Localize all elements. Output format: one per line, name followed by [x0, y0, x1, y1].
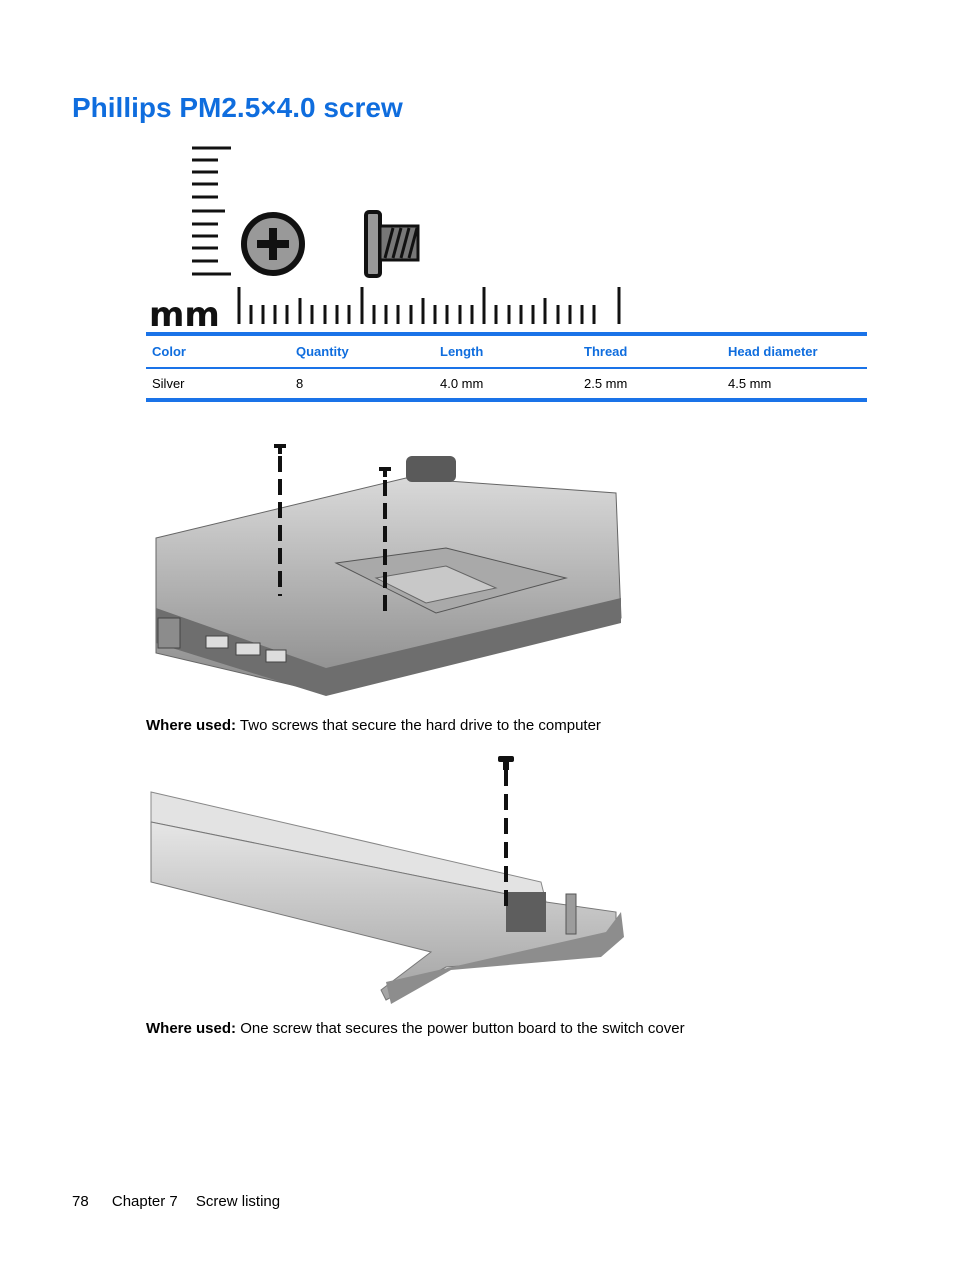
footer-chapter: Chapter 7 [111, 1193, 178, 1210]
screw-spec-table: Color Quantity Length Thread Head diamet… [146, 332, 867, 402]
usage-note-2: Where used: One screw that secures the p… [146, 1020, 685, 1037]
phillips-head-icon [241, 212, 305, 276]
screw-icon [498, 756, 514, 770]
screw-ruler-graphic: mm [149, 146, 621, 335]
vertical-ruler [192, 146, 231, 276]
cell-quantity: 8 [290, 368, 434, 402]
usage-text: Two screws that secure the hard drive to… [239, 717, 601, 734]
horizontal-ruler [237, 287, 621, 324]
power-button-screw-illustration [150, 756, 624, 1004]
cell-head-diameter: 4.5 mm [722, 368, 867, 402]
hard-drive-screws-illustration [155, 444, 622, 696]
column-header-head-diameter: Head diameter [722, 332, 867, 369]
column-header-length: Length [434, 332, 578, 369]
usage-note-1: Where used: Two screws that secure the h… [146, 717, 601, 734]
usage-label: Where used: [146, 717, 237, 734]
usage-label: Where used: [146, 1020, 237, 1037]
footer-section: Screw listing [195, 1193, 281, 1210]
cell-length: 4.0 mm [434, 368, 578, 402]
cell-thread: 2.5 mm [578, 368, 722, 402]
mm-unit-label: mm [149, 295, 220, 335]
page-footer: 78 Chapter 7 Screw listing [72, 1193, 280, 1210]
table-row: Silver 8 4.0 mm 2.5 mm 4.5 mm [146, 368, 867, 402]
table-header-row: Color Quantity Length Thread Head diamet… [146, 332, 867, 369]
usage-text: One screw that secures the power button … [240, 1020, 685, 1037]
column-header-quantity: Quantity [290, 332, 434, 369]
page-title: Phillips PM2.5×4.0 screw [72, 92, 403, 123]
column-header-color: Color [146, 332, 290, 369]
screw-icon [274, 444, 391, 477]
column-header-thread: Thread [578, 332, 722, 369]
screw-side-icon [364, 210, 420, 278]
page-number: 78 [72, 1193, 89, 1210]
cell-color: Silver [146, 368, 290, 402]
